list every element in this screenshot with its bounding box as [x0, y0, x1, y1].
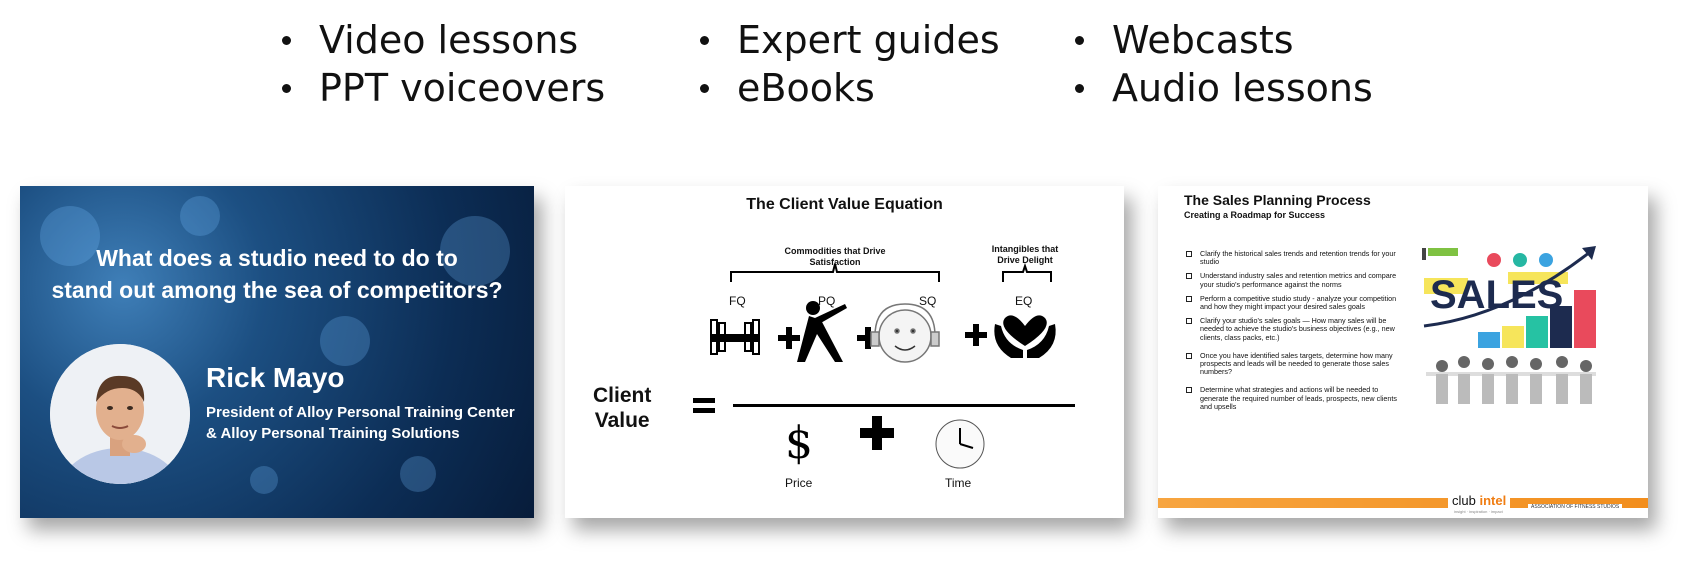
- client-value-label: Client Value: [593, 384, 652, 432]
- intangibles-label: Intangibles that Drive Delight: [991, 244, 1059, 265]
- checklist-item: Once you have identified sales targets, …: [1186, 351, 1408, 377]
- checklist-item: Understand industry sales and retention …: [1186, 272, 1408, 288]
- bullet-item: Expert guides: [700, 16, 1000, 64]
- clock-icon: [935, 419, 985, 469]
- bullet-dot-icon: [700, 35, 709, 45]
- stretching-person-icon: [797, 301, 847, 362]
- bullet-dot-icon: [282, 35, 291, 45]
- slide-thumbnail-client-value[interactable]: The Client Value Equation Commodities th…: [565, 186, 1124, 518]
- checkbox-icon: [1186, 295, 1192, 302]
- speaker-photo: [50, 344, 190, 484]
- slide-subtitle: Creating a Roadmap for Success: [1184, 210, 1326, 220]
- slide-title: The Sales Planning Process: [1184, 192, 1371, 208]
- sales-illustration: SALES: [1422, 246, 1596, 404]
- checklist-item: Clarify your studio's sales goals — How …: [1186, 317, 1408, 342]
- checkbox-icon: [1186, 387, 1192, 394]
- bullet-item: Webcasts: [1075, 16, 1373, 64]
- footer-stripe: [1158, 498, 1648, 508]
- bokeh-light: [320, 316, 370, 366]
- bullet-list-column-1: Video lessons PPT voiceovers: [282, 16, 605, 112]
- checklist-item: Determine what strategies and actions wi…: [1186, 386, 1408, 411]
- time-label: Time: [945, 476, 972, 490]
- headset-smiley-icon: [870, 303, 940, 363]
- bullet-item: Audio lessons: [1075, 64, 1373, 112]
- bullet-list-column-2: Expert guides eBooks: [700, 16, 1000, 112]
- bullet-dot-icon: [700, 83, 709, 93]
- bokeh-light: [250, 466, 278, 494]
- speaker-title: President of Alloy Personal Training Cen…: [206, 404, 515, 442]
- dumbbell-icon: [710, 319, 760, 355]
- commodities-label: Commodities that Drive Satisfaction: [784, 246, 886, 267]
- bullet-item: PPT voiceovers: [282, 64, 605, 112]
- speaker-name: Rick Mayo: [206, 362, 345, 393]
- slide-question: What does a studio need to do to stand o…: [51, 245, 503, 303]
- bullet-dot-icon: [1075, 83, 1084, 93]
- bullet-item: Video lessons: [282, 16, 605, 64]
- bokeh-light: [40, 206, 100, 266]
- checkbox-icon: [1186, 352, 1192, 359]
- bokeh-light: [440, 216, 510, 286]
- bokeh-light: [180, 196, 220, 236]
- heart-in-hands-icon: [994, 315, 1056, 358]
- sq-label: SQ: [919, 294, 937, 308]
- slide-thumbnail-speaker[interactable]: What does a studio need to do to stand o…: [20, 186, 534, 518]
- bokeh-light: [400, 456, 436, 492]
- checklist: Clarify the historical sales trends and …: [1186, 249, 1408, 411]
- afs-logo: ASSOCIATION OF FITNESS STUDIOS: [1528, 504, 1623, 510]
- checklist-item: Perform a competitive studio study - ana…: [1186, 294, 1408, 311]
- bullet-item: eBooks: [700, 64, 1000, 112]
- price-label: Price: [785, 476, 813, 490]
- bullet-list-column-3: Webcasts Audio lessons: [1075, 16, 1373, 112]
- bullet-dot-icon: [282, 83, 291, 93]
- pq-label: PQ: [818, 294, 836, 308]
- eq-label: EQ: [1015, 294, 1033, 308]
- slide-title: The Client Value Equation: [746, 196, 943, 213]
- fq-label: FQ: [729, 294, 746, 308]
- bullet-dot-icon: [1075, 35, 1084, 45]
- checklist-item: Clarify the historical sales trends and …: [1186, 249, 1408, 266]
- dollar-icon: $: [785, 418, 813, 469]
- equation-diagram: $: [693, 262, 1075, 469]
- sales-word: SALES: [1430, 273, 1563, 317]
- checkbox-icon: [1186, 251, 1192, 257]
- slide-thumbnail-sales-planning[interactable]: The Sales Planning Process Creating a Ro…: [1158, 186, 1648, 518]
- checkbox-icon: [1186, 273, 1192, 280]
- checkbox-icon: [1186, 318, 1192, 325]
